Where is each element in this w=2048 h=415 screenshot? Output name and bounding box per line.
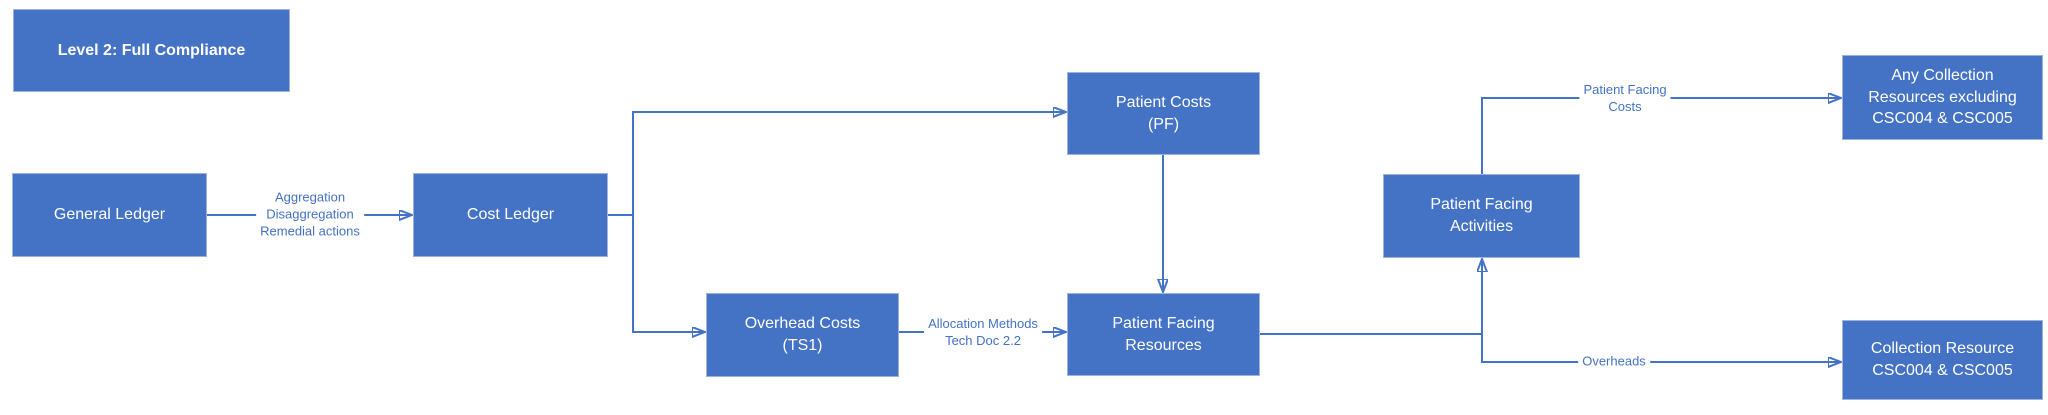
node-cost-ledger-label: Cost Ledger [466,206,555,224]
node-patient-costs: Patient Costs (PF) [1067,72,1260,155]
connector-junction-to-collection-resource [1481,334,1840,362]
edge-label-overheads: Overheads [1578,353,1650,371]
connector-cost-ledger-to-patient-costs [632,112,1065,215]
node-level-2-full-compliance: Level 2: Full Compliance [13,9,290,92]
node-patient-facing-resources-label: Patient Facing Resources [1112,314,1215,354]
node-general-ledger: General Ledger [12,173,207,257]
node-cost-ledger: Cost Ledger [413,173,608,257]
node-collection-resource-label: Collection Resource CSC004 & CSC005 [1870,340,2015,379]
node-general-ledger-label: General Ledger [53,206,166,224]
node-overhead-costs-label: Overhead Costs (TS1) [744,315,861,354]
connector-cost-ledger-to-overhead-costs [632,215,704,332]
edge-label-patient-facing-costs: Patient Facing Costs [1579,82,1671,116]
node-any-collection-resources: Any Collection Resources excluding CSC00… [1842,55,2043,140]
edge-label-aggregation: Aggregation Disaggregation Remedial acti… [256,189,364,241]
node-level-2-label: Level 2: Full Compliance [57,41,246,59]
node-patient-facing-activities: Patient Facing Activities [1383,174,1580,258]
node-patient-facing-activities-label: Patient Facing Activities [1430,196,1533,235]
edge-label-allocation-methods: Allocation Methods Tech Doc 2.2 [924,316,1042,350]
node-overhead-costs: Overhead Costs (TS1) [706,293,899,377]
node-patient-costs-label: Patient Costs (PF) [1115,93,1212,133]
connector-patient-facing-activities-to-any-collection [1481,98,1840,174]
node-patient-facing-resources: Patient Facing Resources [1067,293,1260,376]
node-collection-resource: Collection Resource CSC004 & CSC005 [1842,320,2043,400]
node-any-collection-resources-label: Any Collection Resources excluding CSC00… [1868,67,2017,128]
